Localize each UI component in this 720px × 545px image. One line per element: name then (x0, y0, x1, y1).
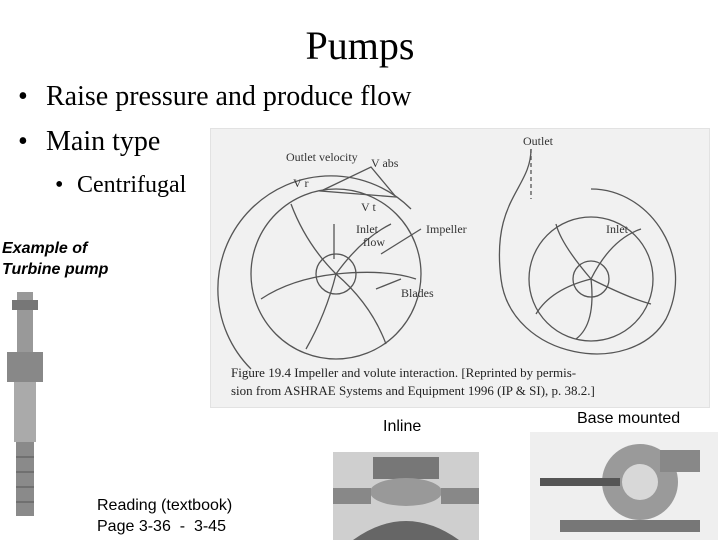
bullet-raise-pressure: • Raise pressure and produce flow (18, 80, 411, 114)
impeller-ring-right (528, 216, 654, 342)
slide-title: Pumps (305, 23, 415, 68)
volute-outline-left (217, 175, 412, 370)
base-mounted-pump-drawing (530, 432, 718, 540)
impeller-volute-figure: Outlet velocity V abs V r V t Inlet flow… (210, 128, 710, 408)
blade (335, 271, 417, 280)
label-v-t: V t (361, 200, 376, 214)
blade (555, 223, 592, 280)
base-mounted-pump-image (530, 432, 718, 540)
blade (335, 273, 387, 345)
reading-reference: Reading (textbook) Page 3-36 - 3-45 (97, 495, 232, 537)
blades-pointer (375, 278, 402, 290)
caption-line: Example of (2, 240, 88, 257)
blade (335, 223, 392, 275)
label-inlet-right: Inlet (606, 222, 629, 236)
blade (305, 273, 337, 350)
bullet-text: Raise pressure and produce flow (46, 81, 412, 112)
blade (590, 228, 642, 280)
impeller-pointer (380, 228, 422, 255)
inline-pump-label: Inline (383, 418, 422, 435)
reading-line: Page 3-36 - 3-45 (97, 518, 226, 535)
turbine-pump-caption: Example of Turbine pump (2, 238, 108, 280)
inline-pump-drawing (333, 452, 479, 540)
turbine-pump-image (2, 292, 48, 516)
bullet-main-type: • Main type (18, 125, 160, 159)
sub-bullet-centrifugal: • Centrifugal (55, 170, 186, 200)
label-flow: flow (363, 235, 385, 249)
caption-line: Turbine pump (2, 261, 109, 278)
label-outlet: Outlet (523, 134, 554, 148)
volute-outline-right (498, 148, 677, 355)
figure-caption-line1: Figure 19.4 Impeller and volute interact… (231, 365, 576, 380)
reading-line: Reading (textbook) (97, 497, 233, 514)
blade (575, 278, 593, 340)
label-v-r: V r (293, 176, 308, 190)
figure-caption-line2: sion from ASHRAE Systems and Equipment 1… (231, 383, 595, 398)
bullet-marker: • (18, 126, 28, 157)
label-v-abs: V abs (371, 156, 399, 170)
bullet-text: Centrifugal (77, 172, 187, 198)
inline-pump-image (333, 452, 479, 540)
impeller-diagram: Outlet velocity V abs V r V t Inlet flow… (217, 134, 677, 398)
turbine-pump-drawing (7, 292, 43, 516)
velocity-triangle (318, 166, 398, 198)
blade (260, 273, 337, 300)
impeller-eye-right (572, 260, 610, 298)
bullet-marker: • (18, 81, 28, 112)
bullet-text: Main type (46, 126, 161, 157)
impeller-eye-left (315, 253, 357, 295)
label-impeller: Impeller (426, 222, 467, 236)
label-inlet: Inlet (356, 222, 379, 236)
base-mounted-pump-label: Base mounted (577, 410, 681, 427)
impeller-ring-left (250, 188, 422, 360)
label-outlet-velocity: Outlet velocity (286, 150, 358, 164)
blade (290, 203, 337, 275)
blade (535, 278, 592, 315)
label-blades: Blades (401, 286, 434, 300)
blade (590, 278, 652, 305)
bullet-marker: • (55, 172, 64, 198)
